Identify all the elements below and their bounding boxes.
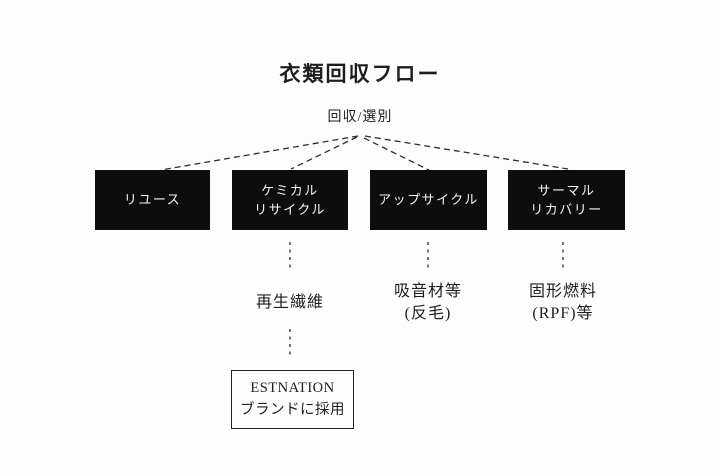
fan-line-to-upcycle bbox=[363, 137, 430, 171]
estnation-brand-box: ESTNATION ブランドに採用 bbox=[231, 370, 354, 429]
diagram-title: 衣類回収フロー bbox=[279, 62, 441, 86]
output-solid-fuel-rpf-label: 固形燃料 (RPF)等 bbox=[528, 283, 597, 322]
output-recycled-fiber: 再生繊維 bbox=[230, 280, 350, 326]
node-upcycle: アップサイクル bbox=[370, 170, 487, 230]
output-recycled-fiber-label: 再生繊維 bbox=[255, 294, 324, 312]
fan-line-to-chemical-recycle bbox=[290, 136, 358, 170]
node-reuse-label: リユース bbox=[123, 192, 182, 208]
node-chemical-recycle-label: ケミカル リサイクル bbox=[254, 182, 326, 218]
output-sound-absorbing-material: 吸音材等 (反毛) bbox=[368, 280, 488, 326]
node-upcycle-label: アップサイクル bbox=[378, 192, 479, 208]
output-sound-absorbing-material-label: 吸音材等 (反毛) bbox=[393, 283, 462, 322]
node-reuse: リユース bbox=[95, 170, 210, 230]
fan-line-to-reuse bbox=[160, 135, 359, 171]
node-thermal-recovery: サーマル リカバリー bbox=[508, 170, 625, 230]
root-node-label: 回収/選別 bbox=[327, 110, 393, 125]
estnation-brand-label: ESTNATION ブランドに採用 bbox=[240, 379, 345, 418]
fan-line-to-thermal-recovery bbox=[364, 135, 569, 170]
node-thermal-recovery-label: サーマル リカバリー bbox=[530, 182, 603, 218]
node-chemical-recycle: ケミカル リサイクル bbox=[232, 170, 348, 230]
output-solid-fuel-rpf: 固形燃料 (RPF)等 bbox=[503, 280, 623, 326]
